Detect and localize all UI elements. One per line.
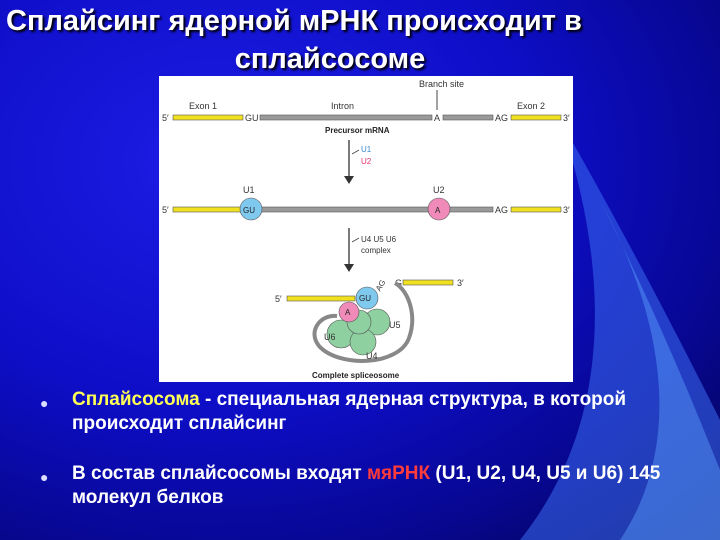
bullet-list: ● Сплайсосома - специальная ядерная стру… (40, 388, 700, 536)
intron-label: Intron (331, 101, 354, 111)
bottom-gu: GU (359, 294, 371, 303)
bottom-u2-particle (338, 301, 360, 323)
spliceosome-caption: Complete spliceosome (312, 371, 400, 380)
intron-loop (312, 281, 415, 363)
top-gu: GU (245, 113, 259, 123)
mid-u2-particle (427, 197, 451, 221)
u4-label: U4 (366, 351, 378, 361)
top-exon1 (172, 114, 244, 121)
bullet-1-term: Сплайсосома (72, 389, 200, 410)
bullet-item-1: ● Сплайсосома - специальная ядерная стру… (40, 388, 700, 436)
step2-line2: complex (361, 246, 391, 255)
top-a: A (434, 113, 440, 123)
precursor-caption: Precursor mRNA (325, 126, 390, 135)
exon1-label: Exon 1 (189, 101, 217, 111)
mid-exon1 (172, 206, 244, 213)
bullet-2-term: мяРНК (366, 463, 431, 484)
bottom-u1-particle (355, 286, 379, 310)
exon2-label: Exon 2 (517, 101, 545, 111)
mid-u2-label: U2 (433, 185, 445, 195)
mid-exon2 (510, 206, 562, 213)
branch-site-label: Branch site (419, 79, 464, 89)
mid-u1-particle (239, 197, 263, 221)
bottom-exon1 (286, 295, 356, 302)
top-intron-2 (442, 114, 494, 121)
u6-label: U6 (324, 332, 336, 342)
top-ag: AG (495, 113, 508, 123)
bullet-1-text: - специальная ядерная структура, в котор… (72, 389, 627, 434)
u5-label: U5 (389, 320, 401, 330)
bullet-dot-icon: ● (40, 469, 49, 485)
title-line-2: сплайсосоме (234, 43, 426, 75)
step1-u1: U1 (361, 145, 372, 154)
bullet-2-post: (U1, U2, U4, U5 и U6) 145 молекул белков (72, 463, 661, 508)
step1-u2: U2 (361, 157, 372, 166)
title-line-1: Сплайсинг ядерной мРНК происходит в (6, 5, 582, 37)
mid-gu: GU (243, 206, 255, 215)
bullet-item-2: ● В состав сплайсосомы входят мяРНК (U1,… (40, 462, 700, 510)
spliceosome-diagram: Branch site Exon 1 Intron Exon 2 5′ GU A… (159, 76, 573, 382)
bullet-dot-icon: ● (40, 395, 49, 411)
top-5prime: 5′ (162, 113, 169, 123)
bottom-5prime: 5′ (275, 294, 282, 304)
mid-intron (258, 206, 494, 213)
slide-title: Сплайсинг ядерной мРНК происходит в спла… (0, 2, 720, 78)
bottom-ag: AG (374, 278, 388, 293)
mid-3prime: 3′ (563, 205, 570, 215)
bottom-exon2 (402, 279, 454, 286)
top-3prime: 3′ (563, 113, 570, 123)
mid-5prime: 5′ (162, 205, 169, 215)
mid-ag: AG (495, 205, 508, 215)
bullet-2-pre: В состав сплайсосомы входят (72, 463, 367, 484)
step2-line1: U4 U5 U6 (361, 235, 397, 244)
top-intron (259, 114, 433, 121)
bottom-a: A (345, 308, 351, 317)
mid-a: A (435, 206, 441, 215)
bottom-3prime: 3′ (457, 278, 464, 288)
mid-u1-label: U1 (243, 185, 255, 195)
top-exon2 (510, 114, 562, 121)
